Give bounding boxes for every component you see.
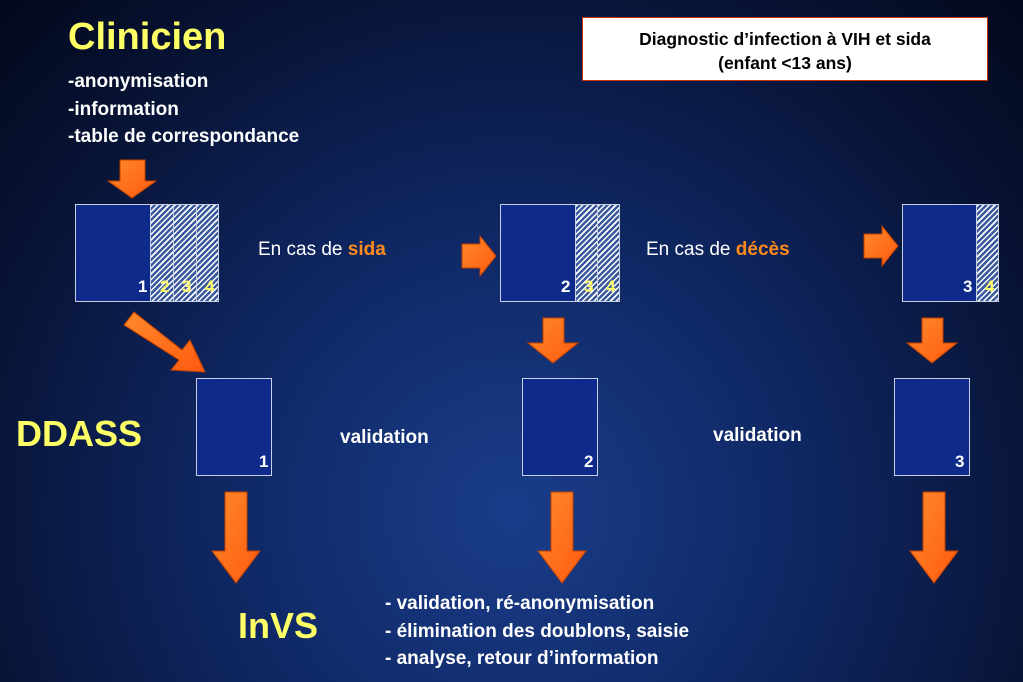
document-copy <box>173 204 197 302</box>
clinicien-task-item: -table de correspondance <box>68 126 300 147</box>
document-number: 4 <box>205 277 215 296</box>
document-number: 2 <box>561 277 571 296</box>
document-number: 2 <box>584 452 594 471</box>
arrow-down-invs-1 <box>211 491 261 584</box>
invs-process-item: - analyse, retour d’information <box>385 648 659 669</box>
title-line-1: Diagnostic d’infection à VIH et sida <box>639 29 931 49</box>
document-main <box>902 204 977 302</box>
document-copy <box>597 204 620 302</box>
document-number: 1 <box>138 277 148 296</box>
document-number: 2 <box>160 277 170 296</box>
arrow-down-clinicien <box>106 159 158 199</box>
document-copy <box>150 204 174 302</box>
document-number: 3 <box>955 452 965 471</box>
ddass-document-1: 1 <box>196 378 272 476</box>
condition-deces: En cas de décès <box>646 239 790 260</box>
title-line-2: (enfant <13 ans) <box>718 53 852 73</box>
document-main <box>75 204 151 302</box>
document-number: 3 <box>963 277 973 296</box>
document-stack-deces: 3 4 <box>902 204 999 302</box>
condition-sida: En cas de sida <box>258 239 386 260</box>
document-copy <box>575 204 598 302</box>
arrow-down-stack2 <box>526 317 580 364</box>
clinicien-task-item: -information <box>68 98 179 120</box>
validation-label: validation <box>713 425 802 446</box>
ddass-document-3: 3 <box>894 378 970 476</box>
clinicien-title: Clinicien <box>68 16 227 58</box>
invs-process-item: - élimination des doublons, saisie <box>385 620 690 642</box>
invs-title: InVS <box>238 605 319 646</box>
document-number: 3 <box>584 277 594 296</box>
diagram-title-box: Diagnostic d’infection à VIH et sida (en… <box>582 17 988 81</box>
clinicien-task-item: -anonymisation <box>68 71 209 92</box>
document-number: 3 <box>182 277 192 296</box>
document-number: 4 <box>606 277 616 296</box>
arrow-right-sida <box>461 234 497 278</box>
arrow-down-invs-3 <box>909 491 959 584</box>
document-stack-clinicien: 1 2 3 4 <box>75 204 219 302</box>
arrow-down-invs-2 <box>537 491 587 584</box>
invs-process-item: - validation, ré-anonymisation <box>385 593 655 614</box>
invs-process-list: - validation, ré-anonymisation - élimina… <box>385 590 689 673</box>
document-stack-sida: 2 3 4 <box>500 204 620 302</box>
document-copy <box>196 204 219 302</box>
ddass-title: DDASS <box>16 413 143 454</box>
document-number: 1 <box>259 452 269 471</box>
arrow-right-deces <box>863 224 899 268</box>
arrow-down-stack3 <box>905 317 959 364</box>
document-main <box>500 204 576 302</box>
validation-label: validation <box>340 427 429 448</box>
document-copy <box>976 204 999 302</box>
document-number: 4 <box>985 277 995 296</box>
arrow-diagonal-ddass <box>123 311 206 373</box>
ddass-document-2: 2 <box>522 378 598 476</box>
clinicien-task-list: -anonymisation -information -table de co… <box>68 68 299 151</box>
